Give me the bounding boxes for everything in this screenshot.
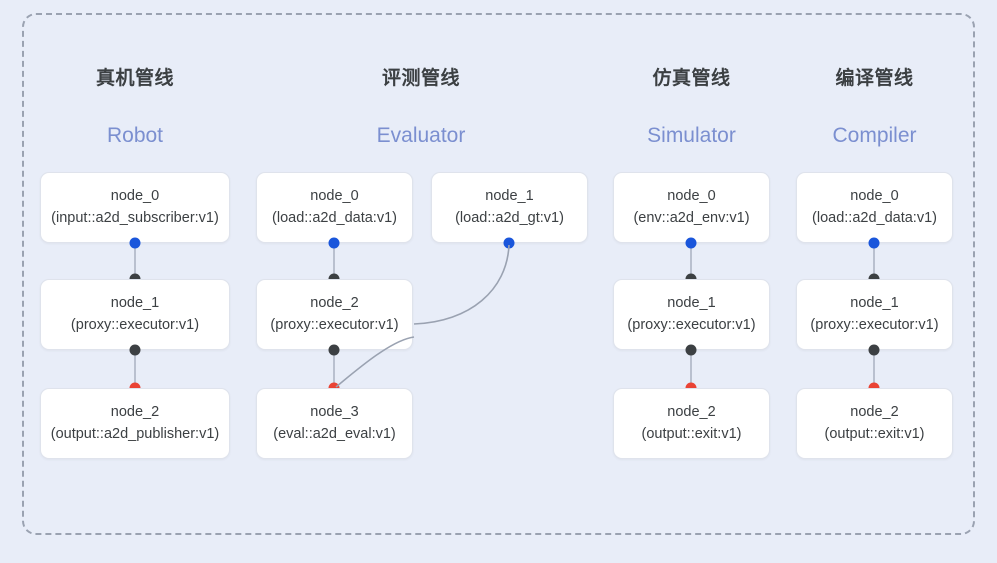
port-evaluator-0-out[interactable]: [328, 237, 340, 249]
edge-simulator-0-1: [690, 243, 692, 279]
port-robot-0-out[interactable]: [129, 237, 141, 249]
node-label-type: (env::a2d_env:v1): [633, 209, 750, 226]
edge-robot-1-2: [134, 350, 136, 388]
node-label-name: node_1: [850, 295, 899, 312]
node-compiler-2[interactable]: node_2 (output::exit:v1): [796, 388, 953, 459]
node-label-type: (output::a2d_publisher:v1): [50, 425, 220, 442]
port-simulator-0-out[interactable]: [685, 237, 697, 249]
column-subtitle-evaluator: Evaluator: [376, 124, 466, 147]
node-label-name: node_2: [110, 404, 160, 421]
port-evaluator-2-out[interactable]: [328, 344, 340, 356]
node-simulator-2[interactable]: node_2 (output::exit:v1): [613, 388, 770, 459]
column-title-compiler: 编译管线: [835, 68, 914, 89]
node-label-name: node_1: [667, 295, 716, 312]
column-subtitle-robot: Robot: [106, 124, 164, 147]
node-label-name: node_0: [667, 188, 716, 205]
node-evaluator-3[interactable]: node_3 (eval::a2d_eval:v1): [256, 388, 413, 459]
node-label-name: node_1: [485, 188, 534, 205]
port-simulator-1-out[interactable]: [685, 344, 697, 356]
node-robot-2[interactable]: node_2 (output::a2d_publisher:v1): [40, 388, 230, 459]
node-label-name: node_2: [850, 404, 899, 421]
column-subtitle-simulator: Simulator: [647, 124, 736, 147]
port-evaluator-1-out[interactable]: [503, 237, 515, 249]
node-evaluator-2[interactable]: node_2 (proxy::executor:v1): [256, 279, 413, 350]
pipeline-group-frame: [22, 13, 975, 535]
node-label-name: node_0: [110, 188, 160, 205]
node-label-type: (output::exit:v1): [641, 425, 742, 442]
column-subtitle-compiler: Compiler: [832, 124, 917, 147]
node-label-name: node_0: [850, 188, 899, 205]
node-evaluator-0[interactable]: node_0 (load::a2d_data:v1): [256, 172, 413, 243]
edge-compiler-1-2: [873, 350, 875, 388]
node-robot-0[interactable]: node_0 (input::a2d_subscriber:v1): [40, 172, 230, 243]
node-evaluator-1[interactable]: node_1 (load::a2d_gt:v1): [431, 172, 588, 243]
port-robot-1-out[interactable]: [129, 344, 141, 356]
node-simulator-1[interactable]: node_1 (proxy::executor:v1): [613, 279, 770, 350]
node-simulator-0[interactable]: node_0 (env::a2d_env:v1): [613, 172, 770, 243]
node-label-name: node_2: [667, 404, 716, 421]
node-label-type: (proxy::executor:v1): [270, 316, 399, 333]
node-label-type: (output::exit:v1): [824, 425, 925, 442]
node-label-type: (load::a2d_data:v1): [272, 209, 397, 226]
node-label-name: node_1: [110, 295, 160, 312]
node-label-type: (proxy::executor:v1): [810, 316, 939, 333]
port-compiler-0-out[interactable]: [868, 237, 880, 249]
node-label-name: node_2: [310, 295, 359, 312]
edge-simulator-1-2: [690, 350, 692, 388]
node-label-type: (eval::a2d_eval:v1): [273, 425, 396, 442]
port-compiler-1-out[interactable]: [868, 344, 880, 356]
node-label-name: node_0: [310, 188, 359, 205]
node-label-type: (proxy::executor:v1): [70, 316, 200, 333]
column-title-simulator: 仿真管线: [652, 68, 731, 89]
edge-robot-0-1: [134, 243, 136, 279]
node-robot-1[interactable]: node_1 (proxy::executor:v1): [40, 279, 230, 350]
node-label-type: (load::a2d_gt:v1): [455, 209, 564, 226]
column-title-robot: 真机管线: [95, 68, 174, 89]
node-label-type: (input::a2d_subscriber:v1): [51, 209, 219, 226]
node-compiler-1[interactable]: node_1 (proxy::executor:v1): [796, 279, 953, 350]
node-label-name: node_3: [310, 404, 359, 421]
edge-evaluator-0-2: [333, 243, 335, 279]
edge-evaluator-2-3: [333, 350, 335, 388]
node-compiler-0[interactable]: node_0 (load::a2d_data:v1): [796, 172, 953, 243]
node-label-type: (load::a2d_data:v1): [812, 209, 937, 226]
column-title-evaluator: 评测管线: [381, 68, 460, 89]
edge-compiler-0-1: [873, 243, 875, 279]
node-label-type: (proxy::executor:v1): [627, 316, 756, 333]
